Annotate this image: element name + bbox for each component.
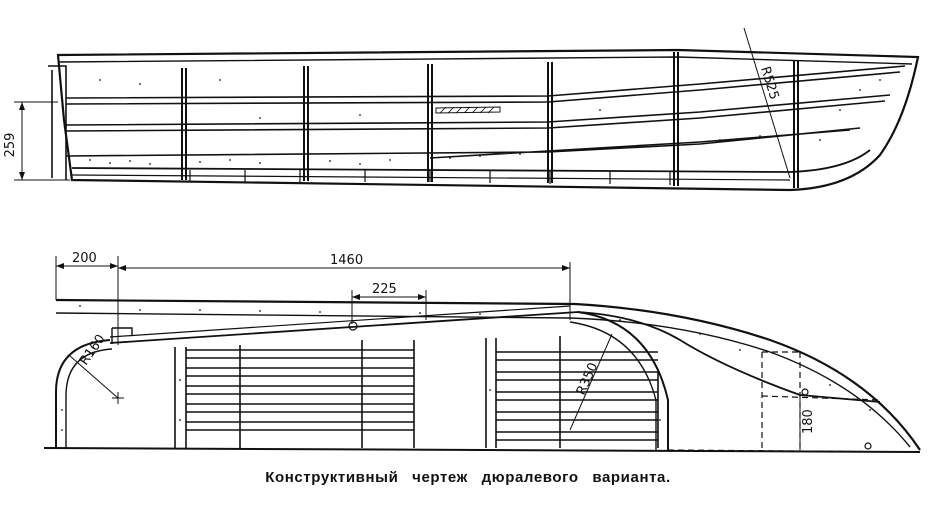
bow-dashed-structure [667,351,921,453]
floorboards-left [174,340,415,448]
bow-radius-leader [743,27,791,179]
rivets [89,79,881,165]
dim-1460-line [118,262,571,320]
stern-radius-leader [69,355,124,404]
height-dimension-line [14,101,70,181]
plan-view: 200 1460 225 R160 R350 180 [43,251,921,453]
plan-hull-outline [55,298,921,451]
height-dimension-label: 259 [3,133,18,158]
dim-180-label: 180 [801,409,816,434]
side-frames [181,52,799,188]
floorboards-right [485,336,659,448]
dim-200-line [55,256,119,345]
side-view: 259 R525 [3,27,920,192]
side-stringers [65,65,906,159]
dim-225-line [351,290,427,324]
side-hull-outline [56,48,920,192]
caption: Конструктивный чертеж дюралевого вариант… [265,469,671,486]
transom [48,65,67,180]
stern-corner [55,339,111,448]
dim-200-label: 200 [72,251,97,266]
bow-radius-plan-leader [569,333,613,431]
dim-1460-label: 1460 [330,253,363,268]
bow-frame [577,311,669,450]
dim-225-label: 225 [372,282,397,297]
